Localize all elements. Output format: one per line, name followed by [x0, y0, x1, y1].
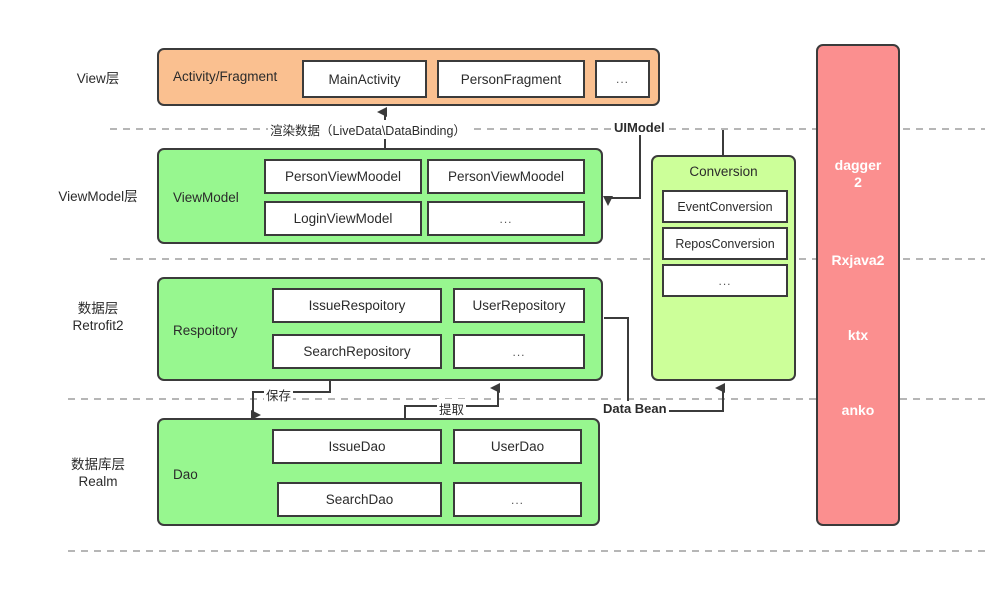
chip-dao-more[interactable]: ...	[453, 482, 582, 517]
group-title-repository: Respoitory	[173, 323, 238, 338]
chip-viewmodel-more[interactable]: ...	[427, 201, 585, 236]
chip-repos-conversion[interactable]: ReposConversion	[662, 227, 788, 260]
chip-issue-repository[interactable]: IssueRespoitory	[272, 288, 442, 323]
chip-person-view-model-1[interactable]: PersonViewMoodel	[264, 159, 422, 194]
chip-search-repository[interactable]: SearchRepository	[272, 334, 442, 369]
chip-user-dao[interactable]: UserDao	[453, 429, 582, 464]
edge-label-save: 保存	[264, 385, 294, 404]
library-item-dagger2: dagger 2	[834, 157, 882, 190]
chip-issue-dao[interactable]: IssueDao	[272, 429, 442, 464]
chip-conversion-more[interactable]: ...	[662, 264, 788, 297]
edge-conversion-to-viewmodel	[603, 130, 641, 206]
group-title-conversion: Conversion	[689, 164, 758, 179]
sidebar-libraries[interactable]: dagger 2 Rxjava2 ktx anko	[816, 44, 900, 526]
row-label-viewmodel: ViewModel层	[58, 189, 138, 204]
library-item-rxjava2: Rxjava2	[831, 252, 885, 268]
group-title-dao: Dao	[173, 467, 198, 482]
group-viewmodel-layer[interactable]: ViewModel PersonViewMoodel PersonViewMoo…	[157, 148, 603, 244]
edge-label-data-bean: Data Bean	[601, 401, 669, 416]
group-title-viewmodel: ViewModel	[173, 190, 239, 205]
chip-person-fragment[interactable]: PersonFragment	[437, 60, 585, 98]
chip-event-conversion[interactable]: EventConversion	[662, 190, 788, 223]
chip-view-more[interactable]: ...	[595, 60, 650, 98]
group-conversion-layer[interactable]: Conversion EventConversion ReposConversi…	[651, 155, 796, 381]
row-label-database: 数据库层 Realm	[71, 457, 125, 489]
row-label-view: View层	[76, 71, 120, 86]
row-label-data: 数据层 Retrofit2	[72, 301, 124, 333]
group-view-layer[interactable]: Activity/Fragment MainActivity PersonFra…	[157, 48, 660, 106]
edge-label-uimodel: UIModel	[612, 120, 667, 135]
chip-user-repository[interactable]: UserRepository	[453, 288, 585, 323]
library-item-ktx: ktx	[847, 327, 869, 343]
group-dao-layer[interactable]: Dao IssueDao UserDao SearchDao ...	[157, 418, 600, 526]
library-item-anko: anko	[841, 402, 875, 418]
edge-label-fetch: 提取	[437, 399, 467, 418]
chip-search-dao[interactable]: SearchDao	[277, 482, 442, 517]
chip-repository-more[interactable]: ...	[453, 334, 585, 369]
chip-person-view-model-2[interactable]: PersonViewMoodel	[427, 159, 585, 194]
chip-login-view-model[interactable]: LoginViewModel	[264, 201, 422, 236]
group-title-activity-fragment: Activity/Fragment	[173, 69, 278, 84]
group-repository-layer[interactable]: Respoitory IssueRespoitory UserRepositor…	[157, 277, 603, 381]
edge-label-render-data: 渲染数据（LiveData\DataBinding）	[268, 120, 468, 139]
chip-main-activity[interactable]: MainActivity	[302, 60, 427, 98]
